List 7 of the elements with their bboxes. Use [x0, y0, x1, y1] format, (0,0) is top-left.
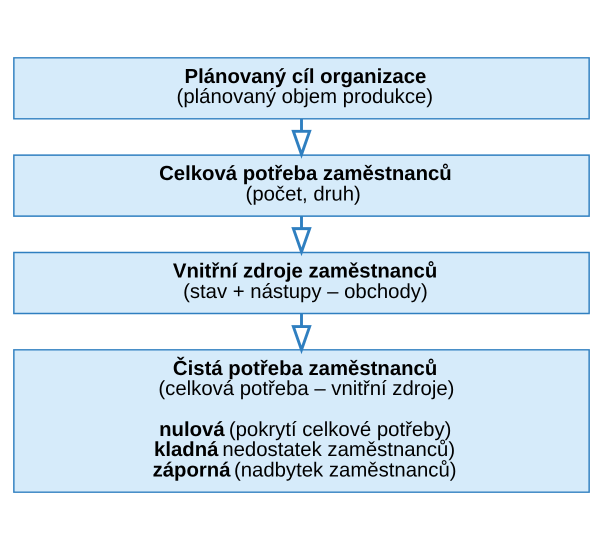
arrow	[291, 216, 312, 256]
node-box: Čistá potřeba zaměstnanců (celková potřeba – vnitřní zdroje) nulová (pokrytí celkové potřeby) kladná nedostatek zaměstnanců) záporná (nadbytek zaměstnanců)	[13, 349, 590, 493]
node-box: Celková potřeba zaměstnanců (počet, druh)	[13, 154, 590, 217]
node-box: Plánovaný cíl organizace (plánovaný objem produkce)	[13, 57, 590, 120]
arrow	[291, 119, 312, 159]
node-box: Vnitřní zdroje zaměstnanců (stav + nástupy – obchody)	[13, 252, 590, 314]
arrow	[291, 314, 312, 354]
